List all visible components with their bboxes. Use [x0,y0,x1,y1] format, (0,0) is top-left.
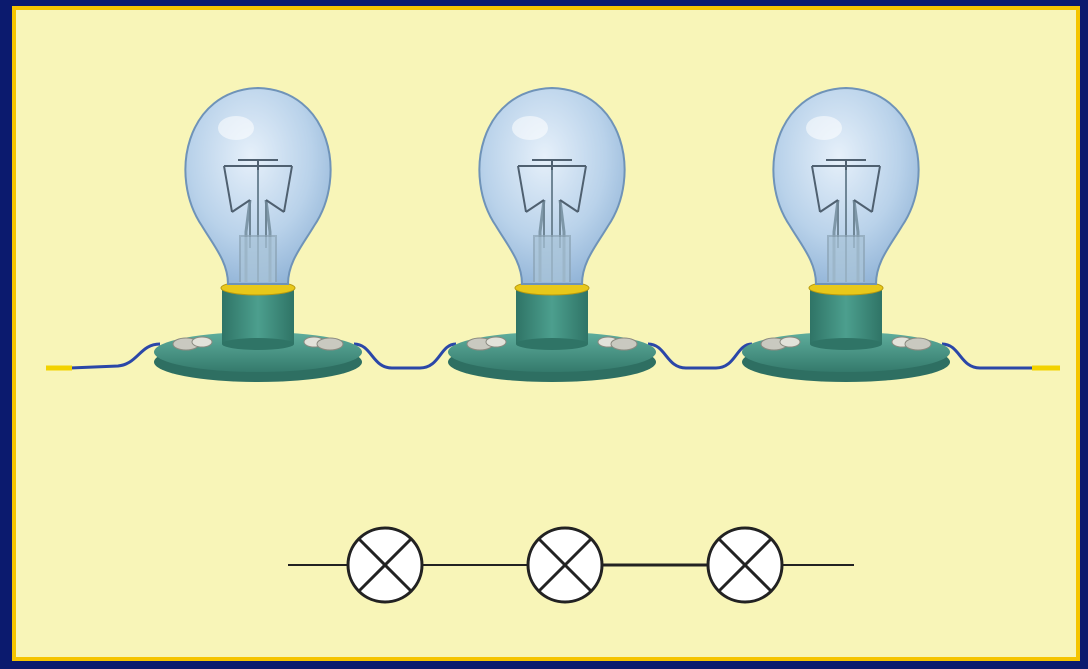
schematic-series-circuit [288,526,854,604]
pictorial-series-circuit [46,86,1060,384]
lamp-symbol-icon [526,526,604,604]
lamp-symbol-icon [346,526,424,604]
light-bulb-icon [446,86,658,384]
connecting-wires [69,342,1034,370]
light-bulb-icon [152,86,364,384]
lamp-symbol-icon [706,526,784,604]
light-bulb-icon [740,86,952,384]
